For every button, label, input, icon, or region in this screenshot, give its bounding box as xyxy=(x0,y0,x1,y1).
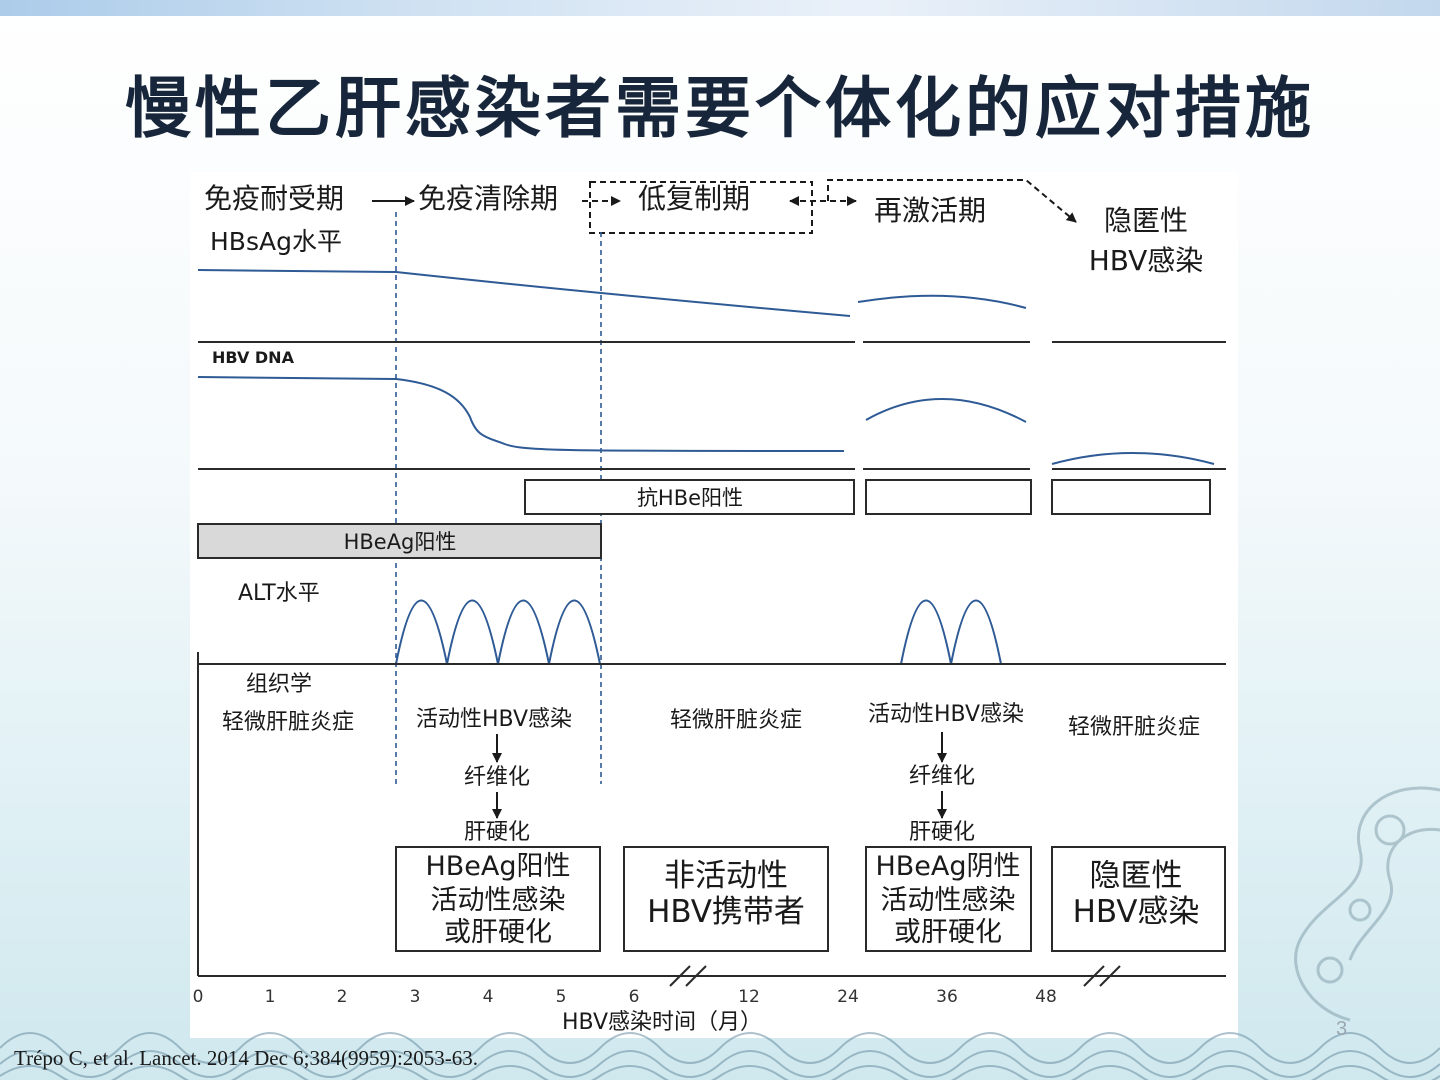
histology-col1: 轻微肝脏炎症 xyxy=(222,710,354,735)
histology-col4-fibrosis: 纤维化 xyxy=(909,764,975,789)
axis-tick-label: 3 xyxy=(410,987,421,1007)
outcome-box3-line3: 或肝硬化 xyxy=(894,917,1002,948)
row-label-hbsag: HBsAg水平 xyxy=(210,227,342,256)
outcome-box2-line1: 非活动性 xyxy=(664,858,788,894)
outcome-box-inactive-carrier xyxy=(623,846,829,952)
axis-break-mark-1b xyxy=(685,965,707,987)
dragon-decoration xyxy=(1294,786,1440,1022)
row-label-alt: ALT水平 xyxy=(238,581,320,606)
histology-col3: 轻微肝脏炎症 xyxy=(670,708,802,733)
outcome-box3-line1: HBeAg阴性 xyxy=(875,851,1020,882)
axis-tick-label: 48 xyxy=(1035,987,1057,1007)
outcome-box4-line2: HBV感染 xyxy=(1073,894,1200,930)
histology-col4-cirrhosis: 肝硬化 xyxy=(909,820,975,845)
top-decorative-band xyxy=(0,0,1440,16)
anti-hbe-bar-main xyxy=(524,479,855,515)
hbsag-curve-reactivation xyxy=(857,294,1027,309)
outcome-box2-line2: HBV携带者 xyxy=(647,894,805,930)
alt-flares-clearance xyxy=(395,599,601,665)
axis-break-mark-2b xyxy=(1099,965,1121,987)
alt-flares-reactivation xyxy=(900,599,1002,665)
histology-col2-active: 活动性HBV感染 xyxy=(416,707,572,732)
axis-tick-label: 1 xyxy=(265,987,276,1007)
axis-tick-label: 6 xyxy=(629,987,640,1007)
anti-hbe-bar-reactivation xyxy=(865,479,1032,515)
low-replication-dashed-box xyxy=(589,181,813,234)
time-axis-label: HBV感染时间（月） xyxy=(562,1010,762,1035)
histology-col5: 轻微肝脏炎症 xyxy=(1068,715,1200,740)
histology-col4-active: 活动性HBV感染 xyxy=(868,702,1024,727)
outcome-box-occult xyxy=(1051,846,1226,952)
anti-hbe-bar-occult xyxy=(1051,479,1211,515)
outcome-box1-line1: HBeAg阳性 xyxy=(425,851,570,882)
phase-low-replication: 低复制期 xyxy=(638,182,750,215)
axis-break-mark-1a xyxy=(669,965,691,987)
axis-tick-label: 0 xyxy=(193,987,204,1007)
phase-immune-tolerant: 免疫耐受期 xyxy=(204,182,344,215)
citation: Trépo C, et al. Lancet. 2014 Dec 6;384(9… xyxy=(14,1046,479,1070)
outcome-box-hbeag-positive xyxy=(395,846,601,952)
page-number: 3 xyxy=(1336,1018,1348,1040)
slide-title: 慢性乙肝感染者需要个体化的应对措施 xyxy=(125,69,1315,147)
hbeag-positive-bar xyxy=(197,523,602,559)
anti-hbe-label: 抗HBe阳性 xyxy=(637,486,743,510)
axis-tick-label: 5 xyxy=(556,987,567,1007)
hbv-dna-curve-occult xyxy=(1051,452,1215,465)
phase-arrow-occult xyxy=(827,179,1077,223)
outcome-box4-line1: 隐匿性 xyxy=(1090,858,1183,894)
phase-occult-line1: 隐匿性 xyxy=(1104,204,1188,237)
axis-tick-label: 2 xyxy=(337,987,348,1007)
axis-break-mark-2a xyxy=(1083,965,1105,987)
axis-tick-label: 4 xyxy=(483,987,494,1007)
wave-border-decoration xyxy=(0,1032,1440,1080)
row-label-hbv-dna: HBV DNA xyxy=(212,348,295,367)
axis-tick-label: 12 xyxy=(738,987,760,1007)
hbv-dna-curve-reactivation xyxy=(865,398,1027,423)
axis-tick-label: 36 xyxy=(936,987,958,1007)
hbeag-positive-label: HBeAg阳性 xyxy=(344,530,457,554)
outcome-box1-line3: 或肝硬化 xyxy=(444,917,552,948)
phase-occult-line2: HBV感染 xyxy=(1089,244,1204,277)
outcome-box1-line2: 活动性感染 xyxy=(431,885,566,916)
histology-col2-cirrhosis: 肝硬化 xyxy=(464,820,530,845)
histology-col2-fibrosis: 纤维化 xyxy=(464,765,530,790)
axis-tick-label: 24 xyxy=(837,987,859,1007)
row-label-histology: 组织学 xyxy=(246,672,312,697)
phase-immune-clearance: 免疫清除期 xyxy=(418,182,558,215)
outcome-box3-line2: 活动性感染 xyxy=(881,885,1016,916)
hbv-dna-curve-main xyxy=(197,376,845,452)
hbv-phase-diagram: 免疫耐受期 免疫清除期 低复制期 再激活期 隐匿性 HBV感染 HBsAg水平 … xyxy=(190,172,1238,1038)
hbsag-curve-main xyxy=(197,269,851,317)
phase-reactivation: 再激活期 xyxy=(874,194,986,227)
outcome-box-hbeag-negative xyxy=(865,846,1032,952)
